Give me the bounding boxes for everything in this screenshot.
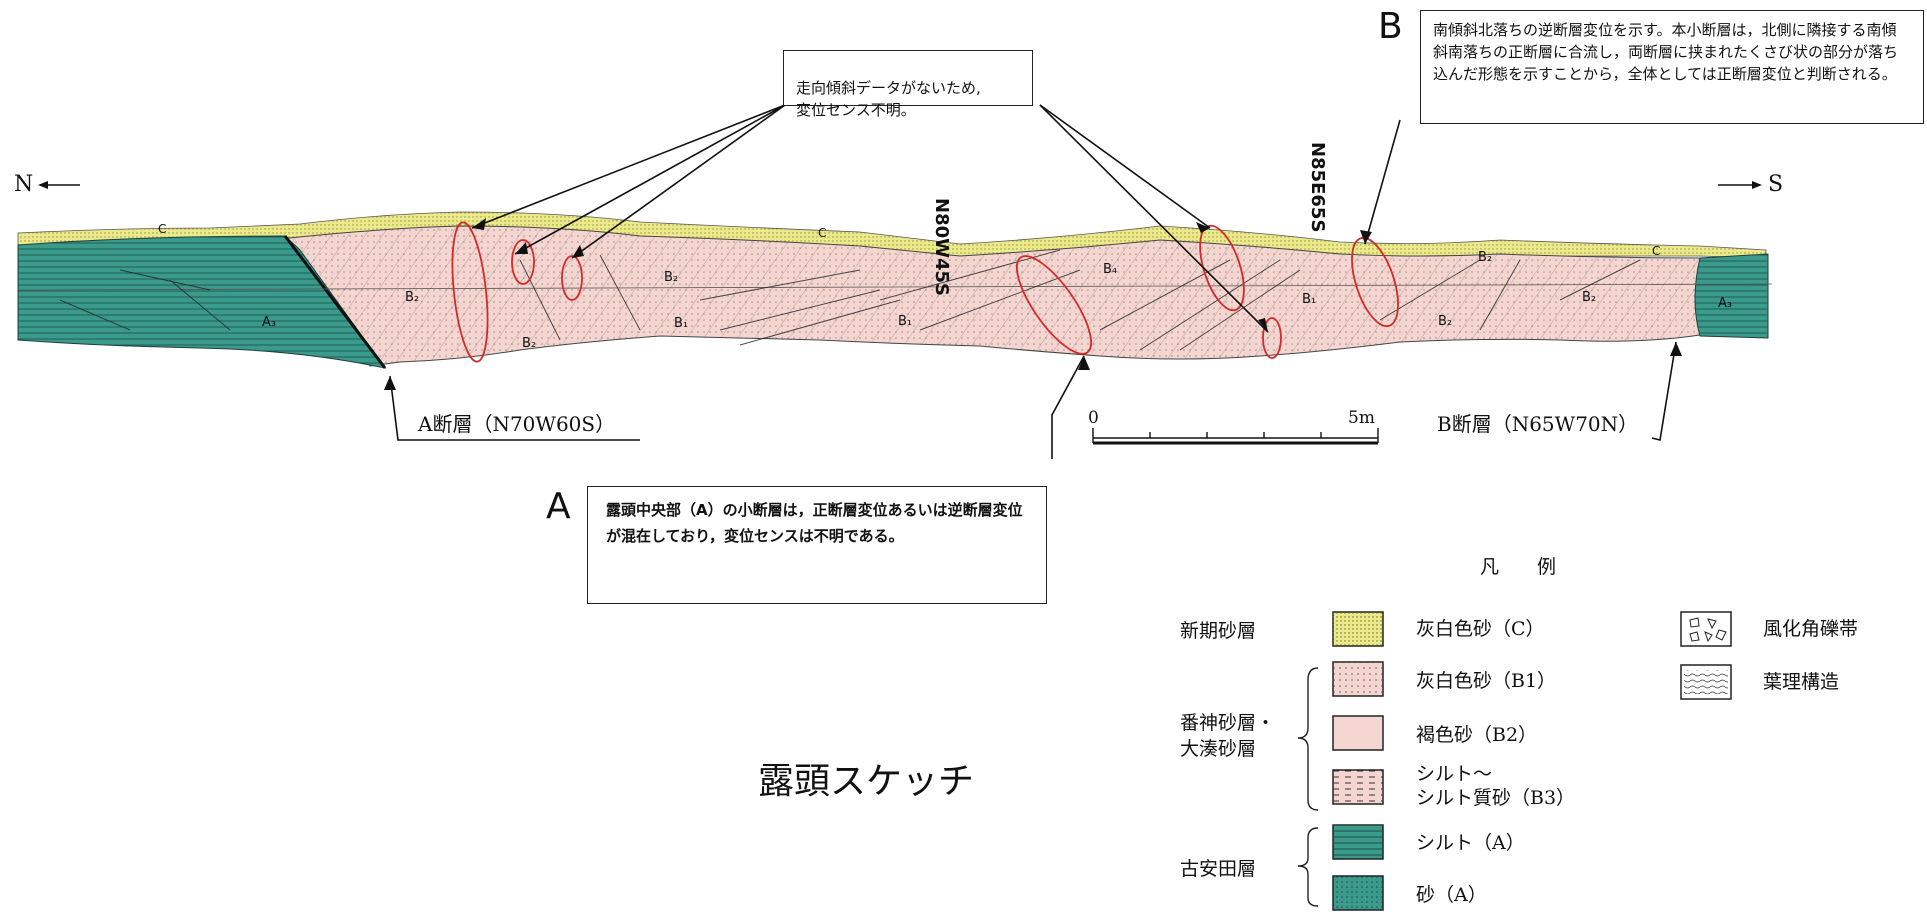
unit-label-b1-3: B₁ — [1302, 292, 1317, 307]
legend-item-breccia: 風化角礫帯 — [1763, 618, 1859, 640]
fault-a-label: A断層（N70W60S） — [418, 412, 616, 436]
strike-label-n85e65s: N85E65S — [1307, 142, 1328, 233]
highlight-ellipse-6 — [1262, 317, 1282, 359]
legend-item-silt-a: シルト（A） — [1416, 832, 1525, 854]
callout-a-text: 露頭中央部（A）の小断層は，正断層変位あるいは逆断層変位が混在しており，変位セン… — [606, 501, 1023, 545]
north-label: N — [14, 172, 34, 197]
unit-label-b2-1: B₂ — [405, 290, 420, 305]
legend-item-c: 灰白色砂（C） — [1416, 618, 1545, 640]
unit-label-c-2: C — [818, 226, 827, 240]
unit-label-b2-4: B₂ — [1438, 314, 1453, 329]
callout-b-letter: B — [1378, 6, 1403, 47]
unit-label-b1-2: B₁ — [898, 314, 913, 329]
unit-label-b2-3: B₂ — [664, 270, 679, 285]
south-label: S — [1768, 172, 1784, 197]
highlight-ellipse-3 — [561, 255, 583, 301]
unit-label-b2-5: B₂ — [1478, 250, 1493, 265]
strike-label-n80w45s: N80W45S — [931, 198, 952, 296]
highlight-ellipse-4 — [1016, 255, 1092, 355]
scale-start-label: 0 — [1088, 408, 1099, 428]
fault-a-line — [283, 235, 387, 369]
legend-item-b3: シルト～ シルト質砂（B3） — [1416, 763, 1576, 809]
unit-label-b2-2: B₂ — [522, 336, 537, 351]
callout-a-letter: A — [546, 486, 571, 527]
callout-top: 走向傾斜データがないため, 変位センス不明。 — [783, 50, 1033, 119]
unit-label-b4: B₄ — [1103, 262, 1118, 277]
highlight-ellipse-1 — [451, 221, 489, 363]
legend-group-banshin: 番神砂層・ 大湊砂層 — [1180, 712, 1276, 760]
figure-title: 露頭スケッチ — [758, 761, 975, 802]
unit-label-c-3: C — [1652, 244, 1661, 258]
legend-item-b2: 褐色砂（B2） — [1416, 724, 1538, 746]
fault-b-label: B断層（N65W70N） — [1437, 412, 1639, 436]
unit-label-b2-6: B₂ — [1582, 290, 1597, 305]
unit-label-b1-1: B₁ — [674, 316, 689, 331]
legend-item-b1: 灰白色砂（B1） — [1416, 670, 1557, 692]
scale-end-label: 5m — [1348, 408, 1375, 428]
legend-heading: 凡 例 — [1480, 556, 1557, 578]
legend-item-sand-a: 砂（A） — [1416, 884, 1487, 906]
callout-b: 南傾斜北落ちの逆断層変位を示す。本小断層は，北側に隣接する南傾斜南落ちの正断層に… — [1420, 10, 1924, 124]
highlight-ellipse-2 — [511, 239, 535, 285]
unit-label-c-1: C — [158, 222, 167, 236]
legend-group-koyasuda: 古安田層 — [1180, 858, 1257, 880]
unit-label-a3-right: A₃ — [1718, 296, 1733, 311]
highlight-ellipse-7 — [1351, 236, 1399, 328]
callout-a: 露頭中央部（A）の小断層は，正断層変位あるいは逆断層変位が混在しており，変位セン… — [587, 486, 1047, 604]
callout-b-text: 南傾斜北落ちの逆断層変位を示す。本小断層は，北側に隣接する南傾斜南落ちの正断層に… — [1433, 21, 1899, 83]
legend-item-lamination: 葉理構造 — [1763, 671, 1840, 693]
unit-label-a3-left: A₃ — [262, 315, 277, 330]
legend-group-new: 新期砂層 — [1180, 620, 1257, 642]
callout-top-text: 走向傾斜データがないため, 変位センス不明。 — [796, 79, 981, 119]
